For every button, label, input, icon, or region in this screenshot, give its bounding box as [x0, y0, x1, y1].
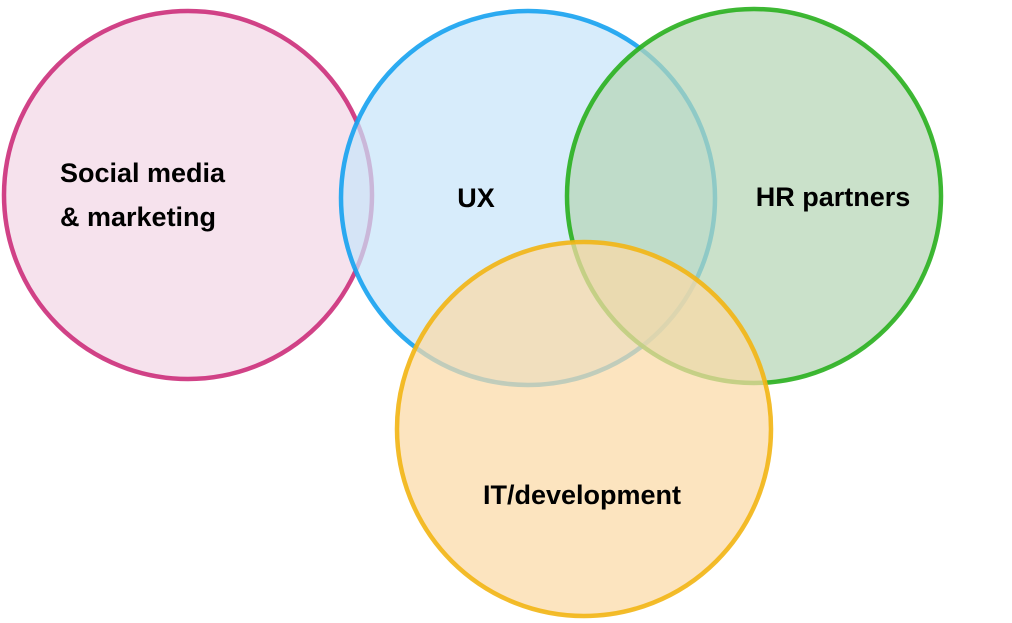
- label-it-line-1: IT/development: [483, 480, 681, 510]
- circles-layer: [1, 6, 944, 619]
- label-it-development: IT/development: [483, 480, 681, 510]
- label-social-line-2: & marketing: [60, 202, 216, 232]
- label-ux: UX: [457, 183, 495, 213]
- label-hr-partners: HR partners: [756, 182, 911, 212]
- label-social-line-1: Social media: [60, 158, 226, 188]
- labels-layer: Social media & marketing UX HR partners …: [60, 158, 910, 510]
- label-ux-line-1: UX: [457, 183, 495, 213]
- circle-social-media-marketing: [1, 8, 375, 382]
- circle-it-development: [394, 239, 774, 619]
- label-social-media-marketing: Social media & marketing: [60, 158, 233, 232]
- label-hr-line-1: HR partners: [756, 182, 911, 212]
